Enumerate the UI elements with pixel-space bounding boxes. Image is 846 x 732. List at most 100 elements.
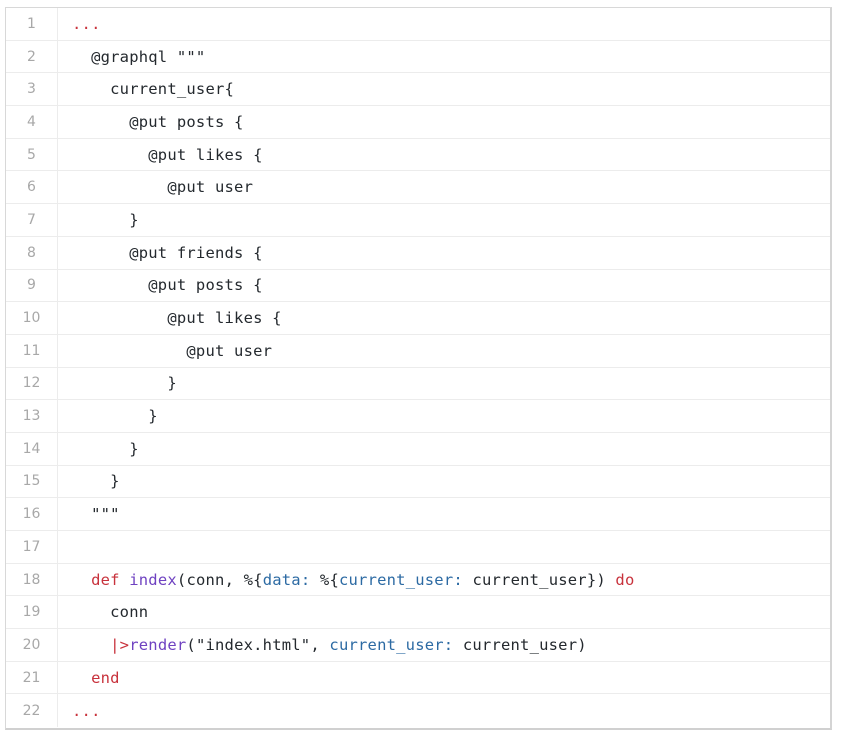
code-token: current_user}) xyxy=(462,570,616,589)
code-text: @put likes { xyxy=(58,309,282,327)
code-line: 6 @put user xyxy=(6,171,830,205)
code-text: ... xyxy=(58,702,101,720)
code-text: current_user{ xyxy=(58,80,234,98)
code-line: 4 @put posts { xyxy=(6,106,830,139)
code-text: } xyxy=(58,440,139,458)
code-text: ... xyxy=(58,15,101,33)
code-line: 17 xyxy=(6,531,830,564)
code-token: } xyxy=(72,210,139,229)
code-token: index xyxy=(129,570,177,589)
code-line: 5 @put likes { xyxy=(6,138,830,172)
code-text: } xyxy=(58,407,158,425)
code-line: 10 @put likes { xyxy=(6,302,830,335)
line-number: 12 xyxy=(6,367,58,400)
line-number: 2 xyxy=(6,40,58,73)
code-line: 1... xyxy=(6,8,830,41)
code-token: } xyxy=(72,472,120,491)
code-line: 16 """ xyxy=(6,498,830,531)
code-text: def index(conn, %{data: %{current_user: … xyxy=(58,571,635,589)
code-token xyxy=(72,636,110,654)
code-line: 18 def index(conn, %{data: %{current_use… xyxy=(6,563,830,597)
line-number: 17 xyxy=(6,531,58,563)
line-number: 16 xyxy=(6,498,58,530)
code-token: do xyxy=(615,570,635,589)
line-number: 8 xyxy=(6,236,58,269)
line-number: 22 xyxy=(6,694,58,728)
code-token xyxy=(72,571,91,589)
code-line: 21 end xyxy=(6,661,830,695)
code-token: } xyxy=(72,407,158,426)
code-line: 22... xyxy=(6,694,830,728)
line-number: 3 xyxy=(6,73,58,106)
code-text: @put posts { xyxy=(58,113,244,131)
code-line: 3 current_user{ xyxy=(6,73,830,107)
code-line: 14 } xyxy=(6,432,830,466)
line-number: 10 xyxy=(6,302,58,334)
code-text: @graphql """ xyxy=(58,48,205,66)
code-token: data: xyxy=(262,570,311,589)
code-line: 11 @put user xyxy=(6,334,830,368)
line-number: 18 xyxy=(6,563,58,596)
line-number: 5 xyxy=(6,138,58,171)
code-line: 9 @put posts { xyxy=(6,269,830,303)
line-number: 6 xyxy=(6,171,58,204)
code-text: } xyxy=(58,472,120,490)
code-token: conn xyxy=(72,603,149,622)
line-number: 15 xyxy=(6,465,58,498)
code-line: 7 } xyxy=(6,204,830,237)
code-line: 12 } xyxy=(6,367,830,401)
code-text: |>render("index.html", current_user: cur… xyxy=(58,636,587,654)
line-number: 9 xyxy=(6,269,58,302)
code-line: 13 } xyxy=(6,400,830,433)
code-token xyxy=(120,571,130,589)
code-text: end xyxy=(58,669,120,687)
code-line: 19 conn xyxy=(6,596,830,630)
code-text: @put user xyxy=(58,342,272,360)
code-text: @put likes { xyxy=(58,146,263,164)
code-token: @put likes { xyxy=(72,145,263,164)
code-token: current_user{ xyxy=(72,80,235,99)
code-text: } xyxy=(58,211,139,229)
code-text: } xyxy=(58,374,177,392)
line-number: 1 xyxy=(6,8,58,40)
line-number: 4 xyxy=(6,106,58,138)
code-token: @graphql """ xyxy=(72,47,206,66)
line-number: 13 xyxy=(6,400,58,432)
code-token: current_user) xyxy=(453,635,587,654)
code-token: end xyxy=(72,668,120,687)
code-token: ("index.html", xyxy=(186,635,330,654)
code-line: 15 } xyxy=(6,465,830,499)
code-text: conn xyxy=(58,603,148,621)
code-token: @put user xyxy=(72,178,254,197)
code-token: @put posts { xyxy=(72,276,263,295)
code-token: @put user xyxy=(72,341,273,360)
code-token: @put likes { xyxy=(72,309,282,328)
line-number: 21 xyxy=(6,661,58,694)
code-line: 2 @graphql """ xyxy=(6,40,830,74)
code-token: @put posts { xyxy=(72,112,244,131)
line-number: 19 xyxy=(6,596,58,629)
code-text: """ xyxy=(58,505,120,523)
line-number: 11 xyxy=(6,334,58,367)
code-token: ... xyxy=(72,701,101,720)
code-token: } xyxy=(72,439,139,458)
code-token: current_user: xyxy=(338,570,463,589)
code-token: |> xyxy=(110,635,130,654)
code-text: @put friends { xyxy=(58,244,263,262)
code-token: %{ xyxy=(310,570,339,589)
code-token: @put friends { xyxy=(72,243,263,262)
line-number: 20 xyxy=(6,629,58,661)
code-token: } xyxy=(72,374,177,393)
code-block: 1...2 @graphql """3 current_user{4 @put … xyxy=(5,7,832,730)
code-token: def xyxy=(91,570,120,589)
code-token: """ xyxy=(72,505,120,524)
code-line: 20 |>render("index.html", current_user: … xyxy=(6,629,830,662)
code-token: (conn, %{ xyxy=(176,570,263,589)
code-text: @put user xyxy=(58,178,253,196)
code-line: 8 @put friends { xyxy=(6,236,830,270)
code-token: current_user: xyxy=(329,635,454,654)
code-token: render xyxy=(129,635,187,654)
code-token: ... xyxy=(72,14,101,33)
line-number: 7 xyxy=(6,204,58,236)
code-text: @put posts { xyxy=(58,276,263,294)
